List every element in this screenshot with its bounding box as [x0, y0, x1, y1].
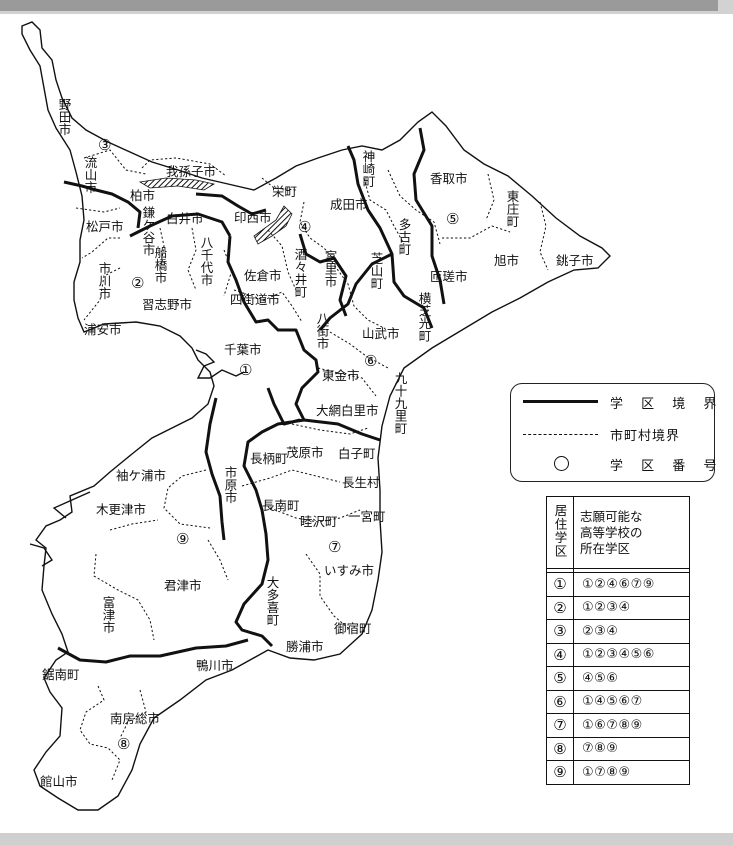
- label-nagara: 長柄町: [250, 451, 288, 466]
- header-eligible-schools: 志願可能な 高等学校の 所在学区: [573, 496, 690, 569]
- label-kimitsu: 君津市: [164, 578, 202, 593]
- label-yokoshibahikari: 横芝光町: [417, 292, 432, 342]
- label-urayasu: 浦安市: [84, 322, 122, 337]
- label-kamagaya: 鎌ケ谷市: [141, 205, 156, 256]
- label-togane: 東金市: [322, 368, 360, 383]
- legend-row-municipal-boundary: 市町村境界: [511, 424, 714, 444]
- label-inzai: 印西市: [234, 210, 272, 225]
- header-residence-district: 居住学区: [546, 496, 574, 569]
- legend-circle-icon: [554, 456, 569, 471]
- label-yachimata: 八街市: [315, 312, 330, 350]
- legend-municipal-boundary-label: 市町村境界: [610, 429, 681, 444]
- top-frame-bar: [0, 0, 733, 14]
- map-legend: 学 区 境 界 市町村境界 学 区 番 号: [510, 383, 716, 482]
- label-kozaki: 神崎町: [361, 150, 376, 188]
- label-nanan: 長南町: [262, 498, 300, 513]
- label-yachiyo: 八千代市: [199, 236, 214, 286]
- table-separator: [546, 568, 690, 573]
- legend-solid-line: [523, 400, 598, 403]
- top-title-bar: [0, 0, 718, 11]
- district-marker-4: ④: [298, 218, 311, 236]
- label-funabashi: 船橋市: [153, 246, 168, 284]
- table-header-row: 居住学区 志願可能な 高等学校の 所在学区: [546, 496, 690, 569]
- label-narita: 成田市: [330, 197, 368, 212]
- legend-dashed-line: [523, 434, 598, 435]
- label-shiroi: 白井市: [166, 211, 204, 226]
- label-tako: 多古町: [397, 218, 412, 256]
- label-abiko: 我孫子市: [166, 164, 216, 179]
- legend-district-boundary-label: 学 区 境 界: [610, 397, 724, 412]
- label-chiba: 千葉市: [224, 342, 262, 357]
- legend-row-district-boundary: 学 区 境 界: [511, 392, 716, 412]
- label-sanmu: 山武市: [362, 326, 400, 341]
- label-matsudo: 松戸市: [86, 219, 124, 234]
- label-katsuura: 勝浦市: [286, 639, 324, 654]
- school-district-boundaries: [57, 127, 446, 664]
- label-isumi: いすみ市: [324, 563, 374, 578]
- label-shibayama: 芝山町: [369, 251, 384, 290]
- bay-reclaimed-coast: [195, 349, 245, 379]
- label-tateyama: 館山市: [40, 774, 78, 789]
- district-marker-3: ③: [98, 136, 111, 154]
- label-noda: 野田市: [57, 98, 72, 136]
- label-asahi: 旭市: [494, 253, 519, 268]
- chiba-school-district-map: 柏市 我孫子市 松戸市 白井市 印西市 栄町 成田市 香取市 銚子市 旭市 匝瑳…: [21, 21, 611, 811]
- label-kyonan: 鋸南町: [42, 667, 80, 682]
- label-chosei: 長生村: [342, 475, 380, 490]
- legend-district-number-label: 学 区 番 号: [610, 459, 724, 474]
- label-ichikawa: 市川市: [97, 261, 112, 300]
- label-sosa: 匝瑳市: [430, 269, 468, 284]
- label-kamogawa: 鴨川市: [196, 658, 234, 673]
- legend-row-district-number: 学 区 番 号: [511, 454, 716, 474]
- district-marker-5: ⑤: [446, 210, 459, 228]
- label-onjuku: 御宿町: [334, 621, 372, 636]
- label-kashiwa: 柏市: [130, 188, 155, 203]
- label-choshi: 銚子市: [556, 253, 594, 268]
- bay-coast-kisarazu: [29, 491, 91, 567]
- label-shirako: 白子町: [338, 446, 376, 461]
- label-sodegaura: 袖ケ浦市: [116, 468, 166, 483]
- lake-inbanuma: [253, 205, 293, 245]
- label-oamishirasato: 大網白里市: [316, 403, 379, 418]
- district-marker-7: ⑦: [328, 538, 341, 556]
- district-marker-9: ⑨: [176, 530, 189, 548]
- label-ichinomiya: 一宮町: [348, 509, 386, 524]
- bottom-frame-bar: [0, 833, 733, 845]
- label-yotsukaido: 四街道市: [230, 292, 280, 307]
- label-kisarazu: 木更津市: [96, 502, 146, 517]
- lake-teganuma: [138, 177, 216, 191]
- label-shisui: 酒々井町: [293, 248, 308, 298]
- municipal-boundaries: [75, 149, 549, 781]
- label-nagareyama: 流山市: [83, 156, 98, 194]
- district-marker-8: ⑧: [117, 735, 130, 753]
- label-narashino: 習志野市: [142, 297, 192, 312]
- label-minamiboso: 南房総市: [110, 711, 160, 726]
- label-ichihara: 市原市: [223, 465, 238, 504]
- label-katori: 香取市: [430, 171, 468, 186]
- label-otaki: 大多喜町: [265, 576, 280, 626]
- district-marker-1: ①: [239, 361, 252, 379]
- label-tonosho: 東庄町: [505, 190, 520, 228]
- label-tomisato: 富里市: [323, 249, 338, 288]
- label-mobara: 茂原市: [286, 445, 324, 460]
- label-mutsuzawa: 睦沢町: [300, 514, 338, 529]
- label-sakae: 栄町: [272, 184, 297, 199]
- label-sakura: 佐倉市: [244, 268, 282, 283]
- label-futtsu: 富津市: [101, 595, 116, 634]
- label-kujukuri: 九十九里町: [393, 372, 408, 435]
- district-marker-2: ②: [131, 274, 144, 292]
- district-marker-6: ⑥: [364, 352, 377, 370]
